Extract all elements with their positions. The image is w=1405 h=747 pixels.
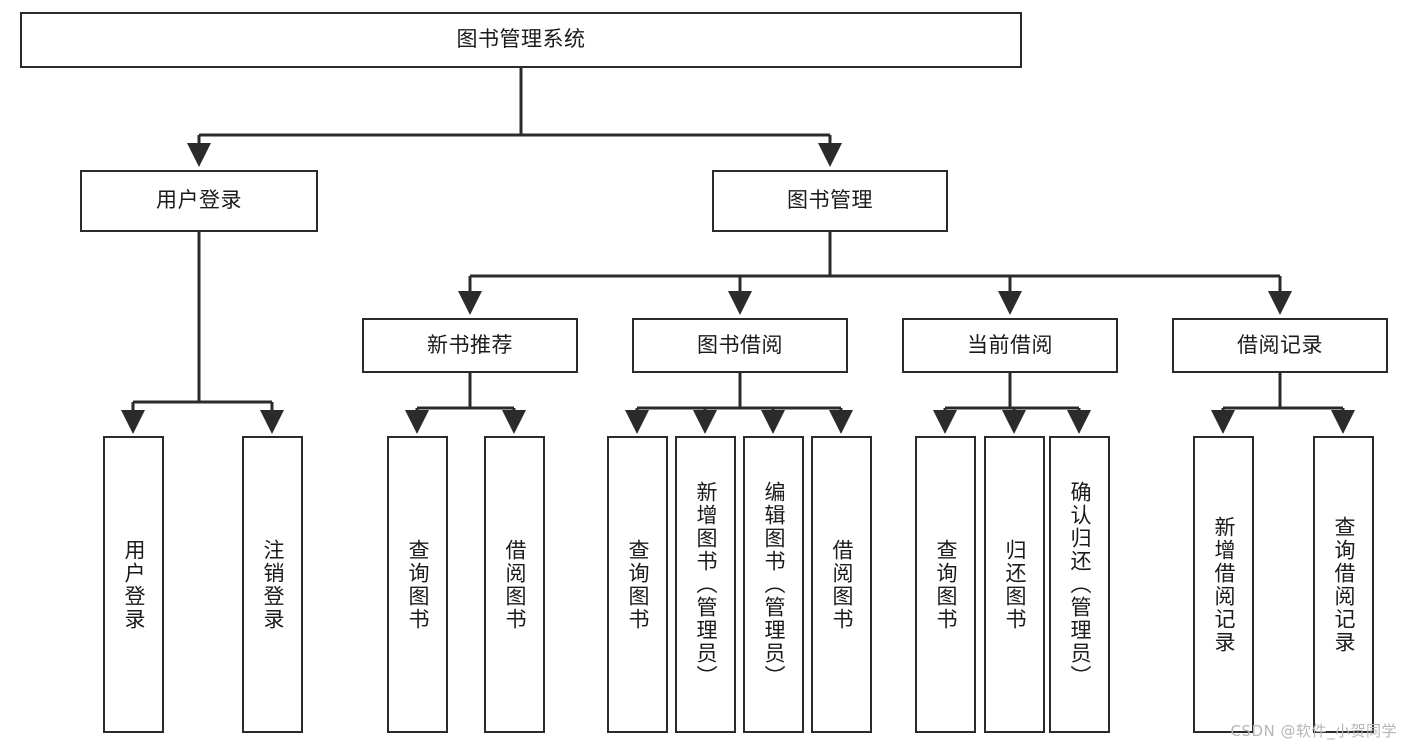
node-leaf-add-book-label: 新增图书（管理员） (693, 481, 718, 688)
node-leaf-add-record[interactable]: 新增借阅记录 (1193, 436, 1254, 733)
node-leaf-borrow-book-2[interactable]: 借阅图书 (811, 436, 872, 733)
node-book-manage-label: 图书管理 (787, 188, 873, 213)
node-current-borrow-label: 当前借阅 (967, 332, 1053, 357)
node-leaf-return-book-label: 归还图书 (1002, 538, 1027, 631)
node-leaf-edit-book-label: 编辑图书（管理员） (761, 481, 786, 688)
node-new-book-recommend-label: 新书推荐 (427, 332, 513, 357)
node-user-login-label: 用户登录 (156, 188, 242, 213)
node-leaf-user-login[interactable]: 用户登录 (103, 436, 164, 733)
node-leaf-query-book-2[interactable]: 查询图书 (607, 436, 668, 733)
node-leaf-query-record-label: 查询借阅记录 (1331, 515, 1356, 654)
node-leaf-logout[interactable]: 注销登录 (242, 436, 303, 733)
node-leaf-query-record[interactable]: 查询借阅记录 (1313, 436, 1374, 733)
node-new-book-recommend[interactable]: 新书推荐 (362, 318, 578, 373)
node-book-borrow-label: 图书借阅 (697, 332, 783, 357)
node-leaf-borrow-book-2-label: 借阅图书 (829, 538, 854, 631)
node-root[interactable]: 图书管理系统 (20, 12, 1022, 68)
node-borrow-record[interactable]: 借阅记录 (1172, 318, 1388, 373)
node-leaf-edit-book[interactable]: 编辑图书（管理员） (743, 436, 804, 733)
node-leaf-add-record-label: 新增借阅记录 (1211, 515, 1236, 654)
node-leaf-return-book[interactable]: 归还图书 (984, 436, 1045, 733)
node-borrow-record-label: 借阅记录 (1237, 332, 1323, 357)
node-root-label: 图书管理系统 (456, 27, 586, 52)
node-leaf-user-login-label: 用户登录 (121, 538, 146, 631)
node-book-manage[interactable]: 图书管理 (712, 170, 948, 232)
node-leaf-query-book-3-label: 查询图书 (933, 538, 958, 631)
node-leaf-borrow-book-1[interactable]: 借阅图书 (484, 436, 545, 733)
node-leaf-add-book[interactable]: 新增图书（管理员） (675, 436, 736, 733)
node-leaf-query-book-1[interactable]: 查询图书 (387, 436, 448, 733)
node-leaf-query-book-3[interactable]: 查询图书 (915, 436, 976, 733)
node-user-login[interactable]: 用户登录 (80, 170, 318, 232)
node-leaf-query-book-1-label: 查询图书 (405, 538, 430, 631)
watermark: CSDN @软件_小贺同学 (1230, 722, 1397, 740)
node-current-borrow[interactable]: 当前借阅 (902, 318, 1118, 373)
node-leaf-confirm-return-label: 确认归还（管理员） (1067, 481, 1092, 688)
node-leaf-query-book-2-label: 查询图书 (625, 538, 650, 631)
node-leaf-logout-label: 注销登录 (260, 538, 285, 631)
node-book-borrow[interactable]: 图书借阅 (632, 318, 848, 373)
node-leaf-confirm-return[interactable]: 确认归还（管理员） (1049, 436, 1110, 733)
node-leaf-borrow-book-1-label: 借阅图书 (502, 538, 527, 631)
